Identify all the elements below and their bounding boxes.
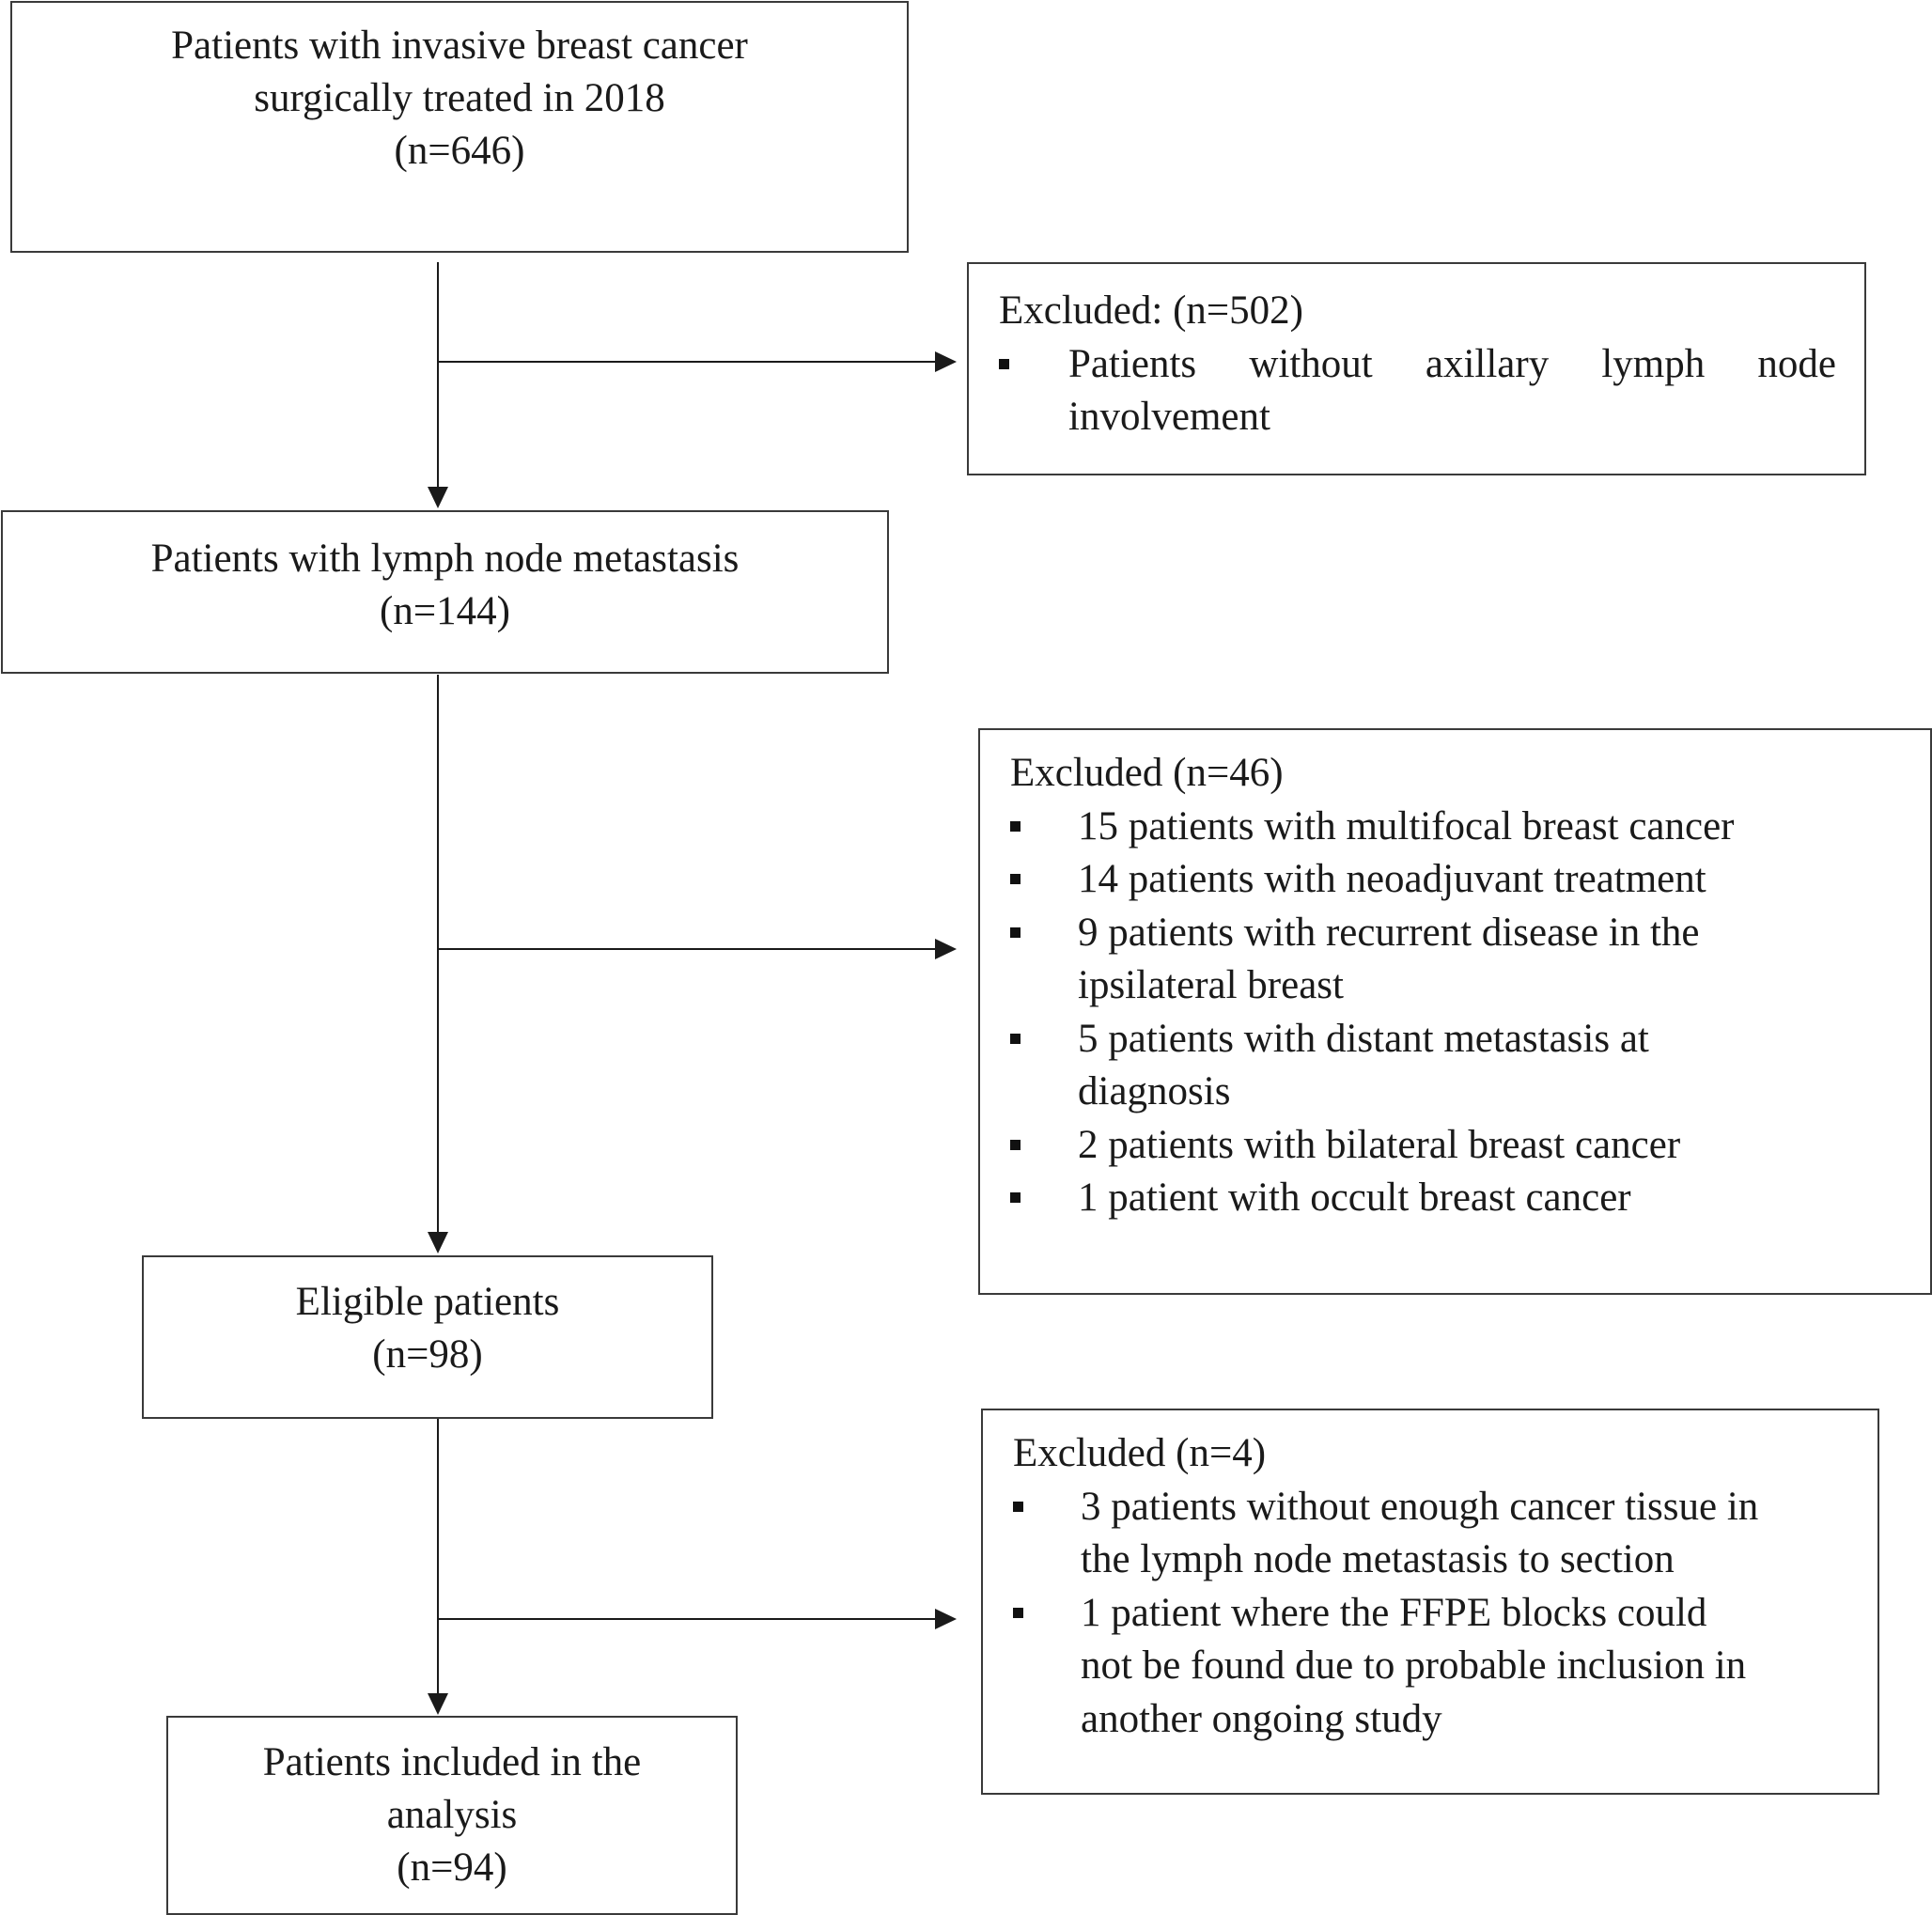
arrow-to-exclusion1 bbox=[438, 351, 957, 372]
stage2-line-1: Patients with lymph node metastasis bbox=[150, 537, 740, 581]
bullet-icon bbox=[1010, 1139, 1021, 1150]
exclusion2-item-line: 14 patients with neoadjuvant treatment bbox=[1078, 857, 1706, 901]
exclusion3-item-line: the lymph node metastasis to section bbox=[1081, 1537, 1675, 1581]
arrow-stage2-to-stage3 bbox=[428, 675, 448, 1253]
bullet-icon bbox=[1010, 874, 1021, 884]
stage1-count: (n=646) bbox=[394, 129, 525, 173]
exclusion2-item-line: 15 patients with multifocal breast cance… bbox=[1078, 803, 1735, 849]
stage4-line-2: analysis bbox=[386, 1793, 518, 1837]
stage4-box: Patients included in the analysis (n=94) bbox=[166, 1716, 738, 1915]
bullet-icon bbox=[1013, 1607, 1023, 1618]
stage2-box: Patients with lymph node metastasis (n=1… bbox=[1, 510, 889, 674]
exclusion1-item-line-1: Patients without axillary lymph node bbox=[1068, 338, 1836, 392]
bullet-icon bbox=[1013, 1501, 1023, 1512]
exclusion2-box: Excluded (n=46) 15 patients with multifo… bbox=[978, 728, 1932, 1295]
exclusion3-item-line: not be found due to probable inclusion i… bbox=[1081, 1643, 1747, 1688]
bullet-icon bbox=[1010, 926, 1021, 938]
bullet-icon bbox=[1010, 1033, 1021, 1044]
exclusion1-item-line-2: involvement bbox=[1068, 395, 1270, 439]
arrow-to-exclusion2 bbox=[438, 939, 957, 959]
exclusion2-item-line: ipsilateral breast bbox=[1078, 963, 1344, 1007]
arrow-to-exclusion3 bbox=[438, 1609, 957, 1629]
bullet-icon bbox=[1010, 1192, 1021, 1203]
exclusion2-item: 5 patients with distant metastasis at dia… bbox=[1010, 1013, 1911, 1119]
exclusion3-title: Excluded (n=4) bbox=[1013, 1431, 1267, 1475]
exclusion1-word: lymph bbox=[1601, 341, 1706, 386]
exclusion2-item: 2 patients with bilateral breast cancer bbox=[1010, 1119, 1911, 1173]
exclusion2-item-line: 1 patient with occult breast cancer bbox=[1078, 1175, 1631, 1220]
exclusion1-title: Excluded: (n=502) bbox=[999, 288, 1303, 333]
arrow-stage1-to-stage2 bbox=[428, 262, 448, 508]
exclusion1-word: node bbox=[1757, 341, 1836, 386]
stage2-count: (n=144) bbox=[380, 589, 510, 633]
exclusion1-item: Patients without axillary lymph node involve… bbox=[999, 338, 1836, 444]
stage4-line-1: Patients included in the bbox=[262, 1740, 642, 1784]
exclusion2-item-line: diagnosis bbox=[1078, 1069, 1231, 1113]
stage3-count: (n=98) bbox=[372, 1332, 483, 1377]
bullet-icon bbox=[1010, 820, 1021, 832]
exclusion2-item: 1 patient with occult breast cancer bbox=[1010, 1172, 1911, 1225]
exclusion2-item-line: 9 patients with recurrent disease in the bbox=[1078, 910, 1700, 955]
exclusion1-word: axillary bbox=[1425, 341, 1550, 386]
exclusion2-item: 15 patients with multifocal breast cance… bbox=[1010, 801, 1911, 854]
exclusion2-title: Excluded (n=46) bbox=[1010, 751, 1284, 795]
exclusion1-box: Excluded: (n=502) Patients without axillar… bbox=[967, 262, 1866, 475]
exclusion2-item-line: 5 patients with distant metastasis at bbox=[1078, 1016, 1649, 1061]
stage4-count: (n=94) bbox=[397, 1845, 507, 1890]
exclusion3-item: 1 patient where the FFPE blocks could not… bbox=[1013, 1587, 1859, 1747]
stage1-line-2: surgically treated in 2018 bbox=[254, 76, 665, 120]
exclusion2-item: 14 patients with neoadjuvant treatment bbox=[1010, 853, 1911, 907]
bullet-icon bbox=[999, 358, 1009, 369]
exclusion3-item: 3 patients without enough cancer tissue … bbox=[1013, 1481, 1859, 1587]
exclusion3-item-line: another ongoing study bbox=[1081, 1696, 1442, 1741]
stage1-box: Patients with invasive breast cancer sur… bbox=[10, 1, 909, 253]
exclusion3-item-line: 3 patients without enough cancer tissue … bbox=[1081, 1484, 1759, 1529]
stage3-line-1: Eligible patients bbox=[295, 1280, 560, 1324]
exclusion2-item: 9 patients with recurrent disease in the… bbox=[1010, 907, 1911, 1013]
stage1-line-1: Patients with invasive breast cancer bbox=[171, 23, 748, 68]
exclusion3-box: Excluded (n=4) 3 patients without enough… bbox=[981, 1409, 1879, 1795]
arrow-stage3-to-stage4 bbox=[428, 1417, 448, 1715]
exclusion2-item-line: 2 patients with bilateral breast cancer bbox=[1078, 1122, 1681, 1167]
exclusion1-word: Patients bbox=[1068, 341, 1197, 386]
exclusion3-item-line: 1 patient where the FFPE blocks could bbox=[1081, 1590, 1707, 1635]
stage3-box: Eligible patients (n=98) bbox=[142, 1255, 713, 1419]
exclusion1-word: without bbox=[1249, 341, 1373, 386]
